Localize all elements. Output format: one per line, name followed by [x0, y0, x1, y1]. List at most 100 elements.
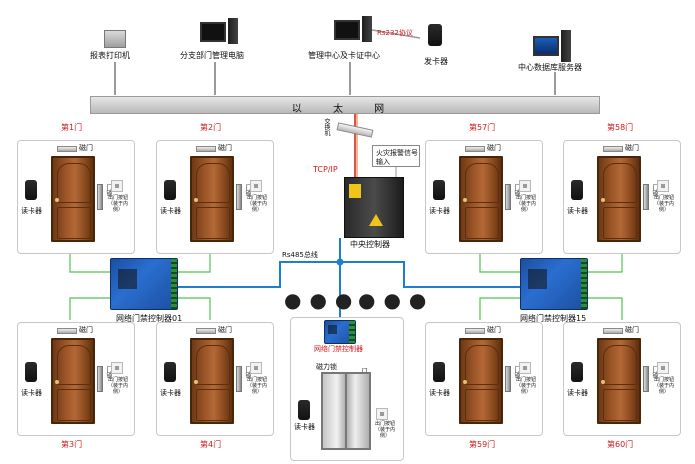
mag-lock-icon	[196, 328, 216, 334]
exit-button-icon	[250, 362, 262, 374]
mag-lock-icon	[196, 146, 216, 152]
switch-label: 交换机	[323, 118, 330, 136]
tcpip-label: TCP/IP	[313, 165, 338, 174]
door-knob-icon	[194, 198, 198, 202]
mag-lock-label: 磁力锁	[316, 363, 337, 371]
ethernet-bar: 以 太 网	[90, 96, 600, 115]
center-tower-icon	[362, 16, 372, 42]
card-reader-icon	[164, 180, 176, 200]
exit-button-label: 出门按钮（装于内侧）	[107, 195, 128, 213]
server-monitor-icon	[533, 36, 559, 56]
door-lock-icon	[97, 366, 103, 392]
ellipsis-right: ●●●	[358, 288, 435, 312]
exit-button-label: 出门按钮（装于内侧）	[653, 377, 674, 395]
mag-lock-icon	[603, 328, 623, 334]
card-issuer-label: 发卡器	[424, 57, 448, 66]
rs485-bus	[173, 261, 522, 288]
card-issuer-icon	[428, 24, 442, 46]
exit-button-icon	[657, 362, 669, 374]
exit-button-icon	[111, 180, 123, 192]
door-lock-icon	[97, 184, 103, 210]
lock-label: 磁门	[487, 326, 501, 334]
door-lock-icon	[236, 366, 242, 392]
branch-pc-label: 分支部门管理电脑	[180, 51, 244, 60]
rs232-label: Rs232协议	[377, 29, 413, 37]
lock-label: 磁门	[625, 144, 639, 152]
card-reader-icon	[433, 180, 445, 200]
ethernet-label: 以 太 网	[291, 104, 399, 115]
controller-15-label: 网络门禁控制器15	[520, 314, 587, 323]
door-knob-icon	[463, 198, 467, 202]
middle-exit-button-label: 出门按钮（装于内侧）	[374, 421, 395, 439]
door-lock-icon	[643, 366, 649, 392]
mag-lock-icon	[57, 146, 77, 152]
door-knob-icon	[601, 198, 605, 202]
branch-tower-icon	[228, 18, 238, 44]
door-lock-label: 门锁	[651, 184, 658, 196]
lock-label: 磁门	[79, 326, 93, 334]
card-reader-label: 读卡器	[567, 207, 588, 215]
rs232-link	[371, 29, 421, 39]
controller-01-board	[110, 258, 178, 310]
center-monitor-icon	[334, 20, 360, 40]
exit-button-label: 出门按钮（装于内侧）	[515, 377, 536, 395]
door-lock-icon	[505, 184, 511, 210]
door-title: 第3门	[61, 440, 83, 449]
center-controller-cabinet	[344, 177, 404, 238]
door-knob-icon	[463, 380, 467, 384]
card-reader-icon	[25, 362, 37, 382]
exit-button-icon	[111, 362, 123, 374]
door-title: 第1门	[61, 123, 83, 132]
server-label: 中心数据库服务器	[518, 63, 582, 72]
door-lock-icon	[236, 184, 242, 210]
wooden-door-icon	[51, 338, 95, 424]
steel-door-icon	[321, 372, 371, 450]
card-reader-icon	[25, 180, 37, 200]
exit-button-icon	[250, 180, 262, 192]
door-lock-icon	[505, 366, 511, 392]
exit-button-icon	[657, 180, 669, 192]
controller-15-board	[520, 258, 588, 310]
exit-button-label: 出门按钮（装于内侧）	[107, 377, 128, 395]
door-knob-icon	[194, 380, 198, 384]
door-lock-label: 门锁	[244, 184, 251, 196]
server-tower-icon	[561, 30, 571, 62]
bus-junction	[336, 258, 344, 266]
card-reader-icon	[571, 180, 583, 200]
door-knob-icon	[601, 380, 605, 384]
door-lock-label: 门锁	[513, 366, 520, 378]
door-knob-icon	[55, 198, 59, 202]
card-reader-label: 读卡器	[160, 389, 181, 397]
card-reader-label: 读卡器	[567, 389, 588, 397]
exit-button-label: 出门按钮（装于内侧）	[246, 377, 267, 395]
center-controller-label: 中央控制器	[350, 240, 390, 249]
lock-label: 磁门	[487, 144, 501, 152]
exit-button-icon	[519, 362, 531, 374]
card-reader-label: 读卡器	[429, 389, 450, 397]
door-title: 第4门	[200, 440, 222, 449]
middle-exit-button-icon	[376, 408, 388, 420]
printer-icon	[104, 30, 126, 48]
controller-01-label: 网络门禁控制器01	[116, 314, 183, 323]
exit-button-label: 出门按钮（装于内侧）	[653, 195, 674, 213]
fire-alarm-label: 火灾报警信号输入	[376, 149, 418, 166]
door-lock-label: 门锁	[105, 184, 112, 196]
card-reader-label: 读卡器	[160, 207, 181, 215]
lock-label: 磁门	[218, 326, 232, 334]
door-lock-label: 门锁	[244, 366, 251, 378]
mag-lock-icon	[57, 328, 77, 334]
door-lock-icon	[643, 184, 649, 210]
lock-label: 磁门	[218, 144, 232, 152]
ellipsis-left: ●●●	[284, 288, 361, 312]
card-reader-label: 读卡器	[429, 207, 450, 215]
exit-button-label: 出门按钮（装于内侧）	[246, 195, 267, 213]
card-reader-icon	[433, 362, 445, 382]
door-lock-label: 门锁	[513, 184, 520, 196]
door-title: 第59门	[469, 440, 496, 449]
card-reader-icon	[571, 362, 583, 382]
mag-lock-icon	[465, 146, 485, 152]
card-reader-label: 读卡器	[21, 207, 42, 215]
controller-middle-label: 网络门禁控制器	[314, 345, 363, 353]
exit-button-label: 出门按钮（装于内侧）	[515, 195, 536, 213]
door-lock-label: 门锁	[651, 366, 658, 378]
